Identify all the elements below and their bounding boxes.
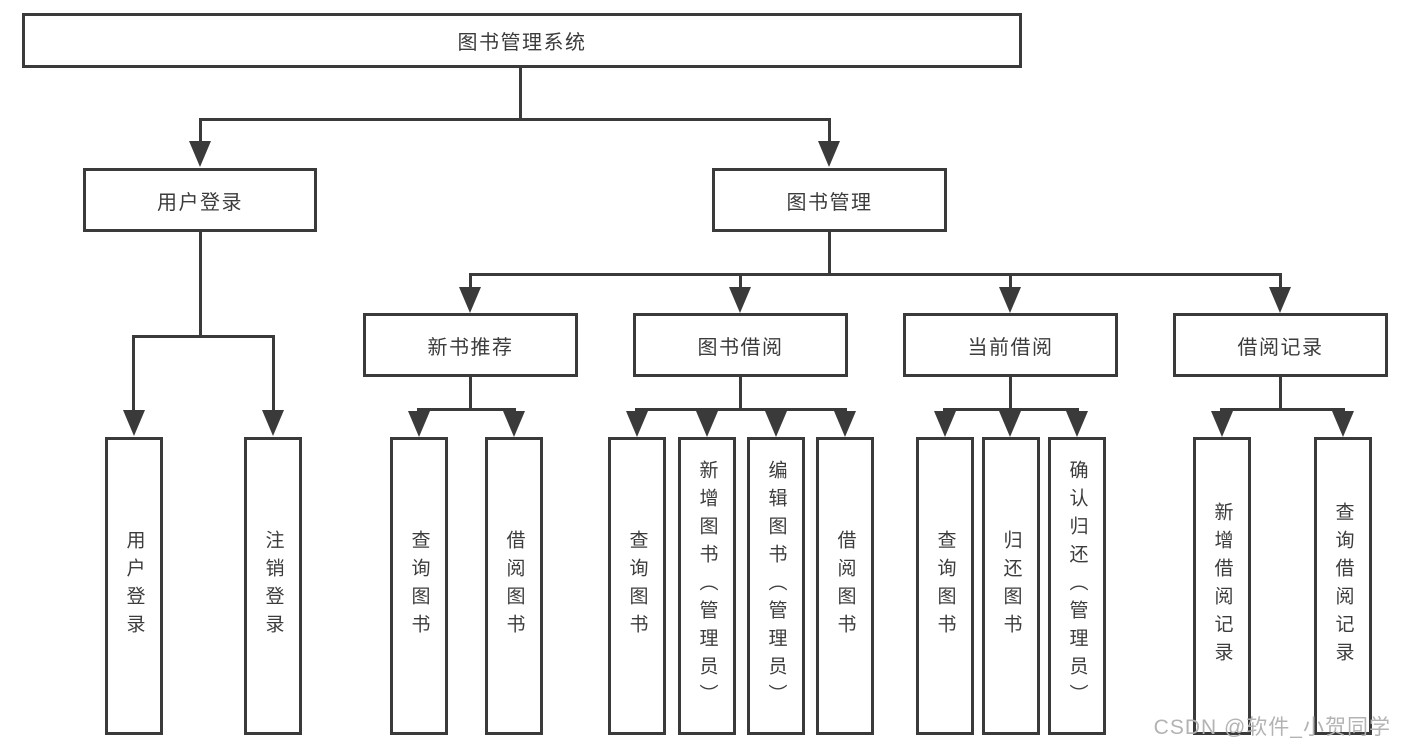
node-book-borrowing: 图书借阅	[633, 313, 848, 377]
connector-line	[469, 273, 472, 289]
node-label: 图书借阅	[697, 336, 784, 359]
arrow-down-icon	[189, 141, 211, 167]
connector-line	[739, 377, 742, 408]
arrow-down-icon	[696, 411, 718, 437]
leaf-query-books-recommend: 查询图书	[390, 437, 448, 735]
connector-line	[519, 68, 522, 118]
leaf-edit-books-admin: 编辑图书（管理员）	[747, 437, 805, 735]
connector-line	[132, 335, 135, 413]
connector-line	[199, 232, 202, 335]
node-label: 编辑图书（管理员）	[765, 460, 787, 712]
connector-line	[469, 377, 472, 408]
connector-line	[1009, 273, 1012, 289]
node-label: 注销登录	[262, 530, 284, 642]
leaf-logout: 注销登录	[244, 437, 302, 735]
node-label: 新增图书（管理员）	[696, 460, 718, 712]
node-label: 确认归还（管理员）	[1066, 460, 1088, 712]
arrow-down-icon	[765, 411, 787, 437]
node-label: 借阅图书	[834, 530, 856, 642]
connector-line	[635, 408, 846, 411]
arrow-down-icon	[999, 287, 1021, 313]
arrow-down-icon	[408, 411, 430, 437]
leaf-return-books: 归还图书	[982, 437, 1040, 735]
connector-line	[132, 335, 275, 338]
arrow-down-icon	[262, 410, 284, 436]
node-label: 当前借阅	[967, 336, 1054, 359]
arrow-down-icon	[729, 287, 751, 313]
leaf-borrow-books-recommend: 借阅图书	[485, 437, 543, 735]
arrow-down-icon	[934, 411, 956, 437]
node-book-management: 图书管理	[712, 168, 947, 232]
connector-line	[417, 408, 516, 411]
arrow-down-icon	[1211, 411, 1233, 437]
node-label: 用户登录	[123, 530, 145, 642]
connector-line	[1279, 273, 1282, 289]
node-label: 归还图书	[1000, 530, 1022, 642]
arrow-down-icon	[123, 410, 145, 436]
arrow-down-icon	[459, 287, 481, 313]
leaf-add-borrow-record: 新增借阅记录	[1193, 437, 1251, 735]
node-label: 借阅图书	[503, 530, 525, 642]
leaf-confirm-return-admin: 确认归还（管理员）	[1048, 437, 1106, 735]
arrow-down-icon	[1269, 287, 1291, 313]
connector-line	[1279, 377, 1282, 408]
connector-line	[199, 118, 202, 143]
arrow-down-icon	[834, 411, 856, 437]
node-label: 查询图书	[934, 530, 956, 642]
connector-line	[199, 118, 831, 121]
node-label: 图书管理	[786, 191, 873, 214]
arrow-down-icon	[503, 411, 525, 437]
node-label: 用户登录	[157, 191, 243, 214]
node-borrowing-records: 借阅记录	[1173, 313, 1388, 377]
node-label: 查询图书	[626, 530, 648, 642]
node-label: 查询图书	[408, 530, 430, 642]
arrow-down-icon	[999, 411, 1021, 437]
node-label: 新书推荐	[427, 336, 514, 359]
connector-line	[272, 335, 275, 413]
node-label: 新增借阅记录	[1211, 502, 1233, 670]
connector-line	[1009, 377, 1012, 408]
connector-line	[739, 273, 742, 289]
node-label: 查询借阅记录	[1332, 502, 1354, 670]
node-book-management-system: 图书管理系统	[22, 13, 1022, 68]
connector-line	[1220, 408, 1344, 411]
leaf-query-borrow-record: 查询借阅记录	[1314, 437, 1372, 735]
leaf-borrow-books: 借阅图书	[816, 437, 874, 735]
watermark-text: CSDN @软件_小贺同学	[1153, 716, 1391, 739]
leaf-add-books-admin: 新增图书（管理员）	[678, 437, 736, 735]
node-new-book-recommendation: 新书推荐	[363, 313, 578, 377]
arrow-down-icon	[626, 411, 648, 437]
connector-line	[469, 273, 1282, 276]
leaf-user-login: 用户登录	[105, 437, 163, 735]
node-current-borrowing: 当前借阅	[903, 313, 1118, 377]
node-label: 图书管理系统	[457, 32, 587, 54]
connector-line	[828, 232, 831, 273]
leaf-query-books-current: 查询图书	[916, 437, 974, 735]
connector-line	[828, 118, 831, 143]
leaf-query-books-borrowing: 查询图书	[608, 437, 666, 735]
arrow-down-icon	[1066, 411, 1088, 437]
arrow-down-icon	[1332, 411, 1354, 437]
arrow-down-icon	[818, 141, 840, 167]
node-user-login: 用户登录	[83, 168, 317, 232]
node-label: 借阅记录	[1237, 336, 1324, 359]
